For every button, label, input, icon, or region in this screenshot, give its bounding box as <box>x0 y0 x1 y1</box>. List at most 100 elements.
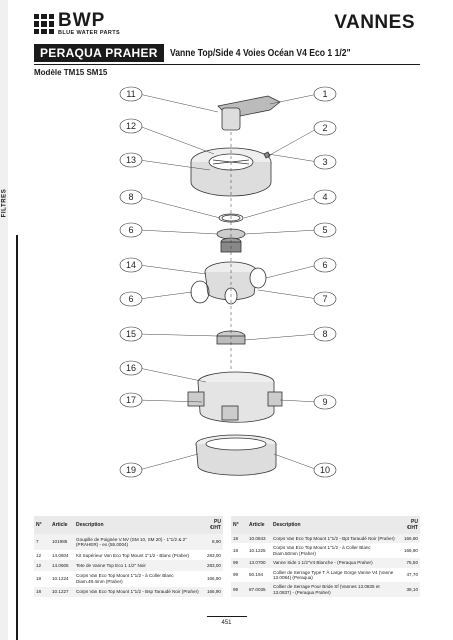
callout-right-label: 8 <box>322 329 327 339</box>
table-header-row: N° Article Description PU €/HT <box>231 516 420 534</box>
callout-left-label: 17 <box>126 395 136 405</box>
col-description: Description <box>74 516 201 534</box>
callout-left-label: 13 <box>126 155 136 165</box>
callout-circle <box>313 154 337 170</box>
callout-circle <box>119 462 143 478</box>
cell-num: 99 <box>233 572 239 578</box>
side-rule <box>16 235 18 640</box>
cell-article: 10.1225 <box>249 548 266 554</box>
cell-article: 50.194 <box>249 572 264 578</box>
callout-right-label: 9 <box>322 397 327 407</box>
callout-left-label: 11 <box>126 89 135 99</box>
callout-circle <box>119 291 143 307</box>
col-article: Article <box>50 516 74 534</box>
brand-logo: BWP BLUE WATER PARTS <box>34 11 149 38</box>
table-row: 12 14.0605 Tete de Vanne Top Eco 1 1/2" … <box>34 560 223 571</box>
table-row: 12 14.0604 Kit Supérieur Van Eco Top Mou… <box>34 550 223 560</box>
parts-tables: N° Article Description PU €/HT 7 101985 … <box>34 516 420 598</box>
callout-circle <box>313 120 337 136</box>
callout-right-label: 10 <box>320 465 330 475</box>
cell-article: 10.1227 <box>50 586 74 598</box>
cell-num: 7 <box>34 534 50 551</box>
callout-circle <box>313 462 337 478</box>
parts-table-right: N° Article Description PU €/HT 18 10.084… <box>231 516 420 598</box>
table-row: 18 10.0843 Corps Van Eco Top Mount 1"1/2… <box>231 534 420 544</box>
cell-price: 47,70 <box>406 572 419 578</box>
cell-article: 87.0035 <box>247 582 271 598</box>
cell-article: 101985 <box>50 534 74 551</box>
cell-article: 10.1224 <box>52 576 69 582</box>
callout-circle <box>119 360 143 376</box>
callouts-left <box>119 86 143 478</box>
cell-description: Goupille de Poignée V.NV (SM 10, SM 20) … <box>74 534 201 551</box>
callout-left-label: 6 <box>128 294 133 304</box>
logo-subtitle: BLUE WATER PARTS <box>58 30 121 36</box>
cell-price: 38,10 <box>398 582 420 598</box>
cell-num: 12 <box>36 552 42 558</box>
page-number-rule <box>207 616 247 617</box>
callout-right-label: 7 <box>322 294 327 304</box>
table-row: 18 10.1227 Corps Van Eco Top Mount 1"1/2… <box>34 586 223 598</box>
side-bar <box>0 0 8 640</box>
callout-circle <box>119 222 143 238</box>
col-num: N° <box>231 516 247 534</box>
table-row: 99 50.194 Collier de Serrage Type T À La… <box>231 568 420 583</box>
callout-left-label: 6 <box>128 225 133 235</box>
cell-description: Vanne Side 1 1/2"V4 Blanche - (Peraqua P… <box>271 558 398 568</box>
cell-description: Corps Van Eco Top Mount 1"1/2 - Bpt Tara… <box>271 534 398 544</box>
cell-description: Corps Van Eco Top Mount 1"1/2 - Bsp Tara… <box>74 586 201 598</box>
cell-num: 18 <box>36 576 42 582</box>
cell-description: Corps Van Eco Top Mount 1"1/2 - à Coller… <box>273 545 371 556</box>
cell-num: 18 <box>233 548 239 554</box>
cell-num: 18 <box>34 586 50 598</box>
table-row: 18 10.1225 Corps Van Eco Top Mount 1"1/2… <box>231 543 420 558</box>
parts-table-left: N° Article Description PU €/HT 7 101985 … <box>34 516 223 598</box>
callout-circle <box>119 326 143 342</box>
cell-price: 166,90 <box>403 548 418 554</box>
cell-price: 283,00 <box>206 552 221 558</box>
table-header-row: N° Article Description PU €/HT <box>34 516 223 534</box>
cell-num: 18 <box>231 534 247 544</box>
callout-circle <box>313 86 337 102</box>
callout-circle <box>313 326 337 342</box>
callout-circle <box>119 86 143 102</box>
header-underline <box>34 64 420 65</box>
callout-left-label: 8 <box>128 192 133 202</box>
callout-left-label: 15 <box>126 329 136 339</box>
cell-price: 8,90 <box>201 534 223 551</box>
product-title: Vanne Top/Side 4 Voies Océan V4 Eco 1 1/… <box>169 47 351 59</box>
callout-circle <box>119 392 143 408</box>
cell-price: 166,90 <box>398 534 420 544</box>
cell-price: 166,90 <box>201 586 223 598</box>
cell-num: 12 <box>34 560 50 571</box>
page-title: VANNES <box>334 12 415 33</box>
col-price: PU €/HT <box>398 516 420 534</box>
callout-left-label: 16 <box>126 363 136 373</box>
table-row: 18 10.1224 Corps Van Eco Top Mount 1"1/2… <box>34 571 223 587</box>
col-description: Description <box>271 516 398 534</box>
callout-circle <box>313 222 337 238</box>
cell-article: 14.0605 <box>50 560 74 571</box>
callout-left-label: 14 <box>126 260 136 270</box>
callout-right-label: 2 <box>322 123 327 133</box>
cell-price: 166,90 <box>206 576 221 582</box>
callout-circle <box>313 257 337 273</box>
cell-num: 99 <box>231 582 247 598</box>
callout-right-label: 5 <box>322 225 327 235</box>
side-section-label: FILTRES <box>1 188 8 218</box>
product-header: PERAQUA PRAHER Vanne Top/Side 4 Voies Oc… <box>34 44 420 65</box>
brand-tag: PERAQUA PRAHER <box>34 44 164 62</box>
callout-circle <box>313 291 337 307</box>
callout-circle <box>119 189 143 205</box>
page-number: 451 <box>221 620 232 626</box>
callout-right-label: 6 <box>322 260 327 270</box>
callout-circle <box>119 152 143 168</box>
cell-article: 14.0604 <box>52 552 69 558</box>
table-row: 99 13.0700 Vanne Side 1 1/2"V4 Blanche -… <box>231 558 420 568</box>
col-price: PU €/HT <box>201 516 223 534</box>
model-label: Modèle TM15 SM15 <box>34 68 108 77</box>
col-num: N° <box>34 516 50 534</box>
cell-description: Collier de Serrage Type T À Large Gorge … <box>273 569 394 581</box>
callout-circle <box>119 257 143 273</box>
table-row: 99 87.0035 Collier de Serrage Pour Bride… <box>231 582 420 598</box>
